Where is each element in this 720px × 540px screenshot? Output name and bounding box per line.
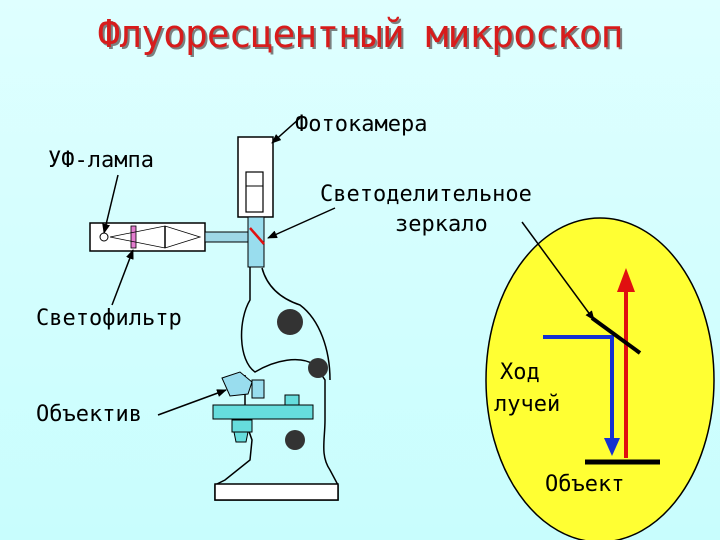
arrow-uv-lamp bbox=[102, 174, 119, 234]
beam-splitter-mirror bbox=[590, 316, 642, 355]
arrow-filter bbox=[111, 249, 134, 306]
emission-arrowhead bbox=[617, 268, 635, 292]
label-ray-path-line1: Ход bbox=[500, 360, 540, 385]
stage bbox=[212, 404, 314, 420]
label-mirror-line2: зеркало bbox=[395, 212, 488, 237]
fine-focus-knob bbox=[308, 358, 328, 378]
condenser bbox=[231, 419, 253, 433]
label-camera: Фотокамера bbox=[295, 112, 428, 137]
label-mirror-line1: Светоделительное bbox=[320, 182, 532, 207]
uv-lamp-housing bbox=[89, 222, 206, 252]
label-filter: Светофильтр bbox=[36, 306, 182, 331]
arrow-objective bbox=[157, 389, 227, 416]
arrow-ray-mirror bbox=[521, 221, 595, 321]
microscope-base bbox=[214, 483, 339, 501]
objective-lens bbox=[251, 379, 265, 399]
camera-viewfinder bbox=[245, 171, 264, 213]
label-uv-lamp: УФ-лампа bbox=[48, 148, 154, 173]
stage-clip bbox=[284, 394, 300, 406]
mirror-in-scope bbox=[249, 227, 265, 245]
excitation-arrowhead bbox=[604, 438, 620, 456]
illuminator-connector bbox=[204, 231, 249, 243]
coarse-focus-knob bbox=[277, 309, 303, 335]
label-ray-path-line2: лучей bbox=[494, 392, 561, 417]
arrow-mirror bbox=[267, 207, 336, 239]
label-objective: Объектив bbox=[36, 402, 142, 427]
objective-turret bbox=[221, 371, 253, 397]
camera-body bbox=[237, 136, 274, 218]
label-object: Объект bbox=[545, 472, 625, 497]
excitation-ray bbox=[543, 335, 614, 440]
filter-slot bbox=[130, 225, 137, 249]
slide-title: Флуоресцентный микроскоп bbox=[97, 12, 623, 56]
condenser-mount bbox=[233, 431, 249, 443]
lamp-optics bbox=[109, 225, 202, 249]
arrow-camera bbox=[271, 117, 301, 144]
condenser-knob bbox=[285, 430, 305, 450]
